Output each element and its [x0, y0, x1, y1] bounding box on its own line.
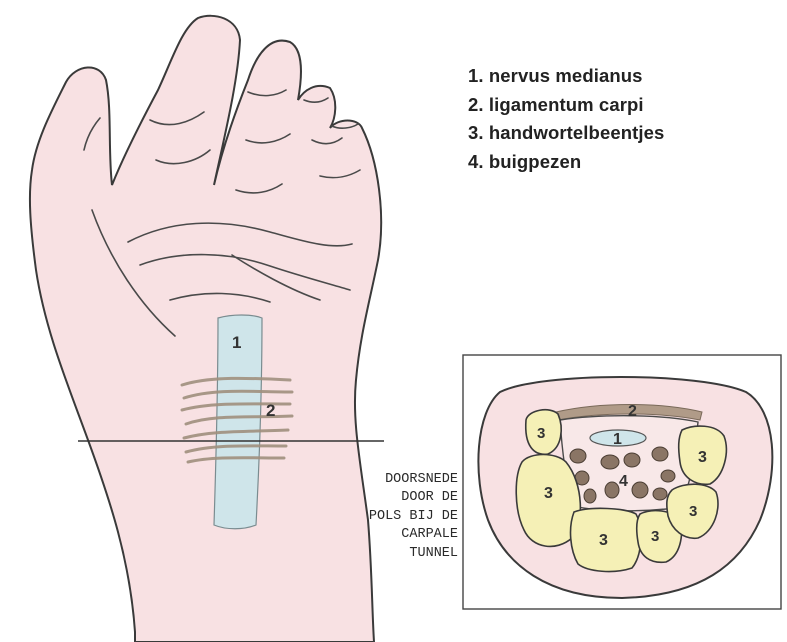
section-label-nerve: 1 [613, 431, 622, 448]
caption-line: DOOR DE [336, 489, 458, 507]
section-label-bone-bottom-right: 3 [651, 528, 659, 545]
caption-line: POLS BIJ DE [336, 508, 458, 526]
legend: 1. nervus medianus 2. ligamentum carpi 3… [468, 62, 664, 176]
section-label-tendons: 4 [619, 473, 628, 490]
hand-outline [30, 16, 381, 642]
cross-section: 2 1 4 3 3 3 3 3 3 [463, 355, 781, 609]
legend-item-flexor-tendons: 4. buigpezen [468, 148, 664, 177]
caption-line: TUNNEL [336, 545, 458, 563]
section-label-bone-right-mid: 3 [689, 503, 697, 520]
legend-item-carpal-bones: 3. handwortelbeentjes [468, 119, 664, 148]
legend-item-ligament: 2. ligamentum carpi [468, 91, 664, 120]
hand-label-ligament: 2 [266, 401, 275, 420]
caption-line: DOORSNEDE [336, 471, 458, 489]
hand-drawing: 1 2 [30, 16, 384, 642]
section-label-bone-bottom-left: 3 [599, 532, 608, 549]
section-label-ligament: 2 [628, 403, 637, 420]
legend-item-nerve: 1. nervus medianus [468, 62, 664, 91]
section-label-bone-right-top: 3 [698, 449, 707, 466]
hand-label-nerve: 1 [232, 333, 241, 352]
section-label-bone-left-large: 3 [544, 485, 553, 502]
caption-line: CARPALE [336, 526, 458, 544]
section-label-bone-left-top: 3 [537, 425, 545, 442]
section-caption: DOORSNEDE DOOR DE POLS BIJ DE CARPALE TU… [336, 471, 458, 563]
